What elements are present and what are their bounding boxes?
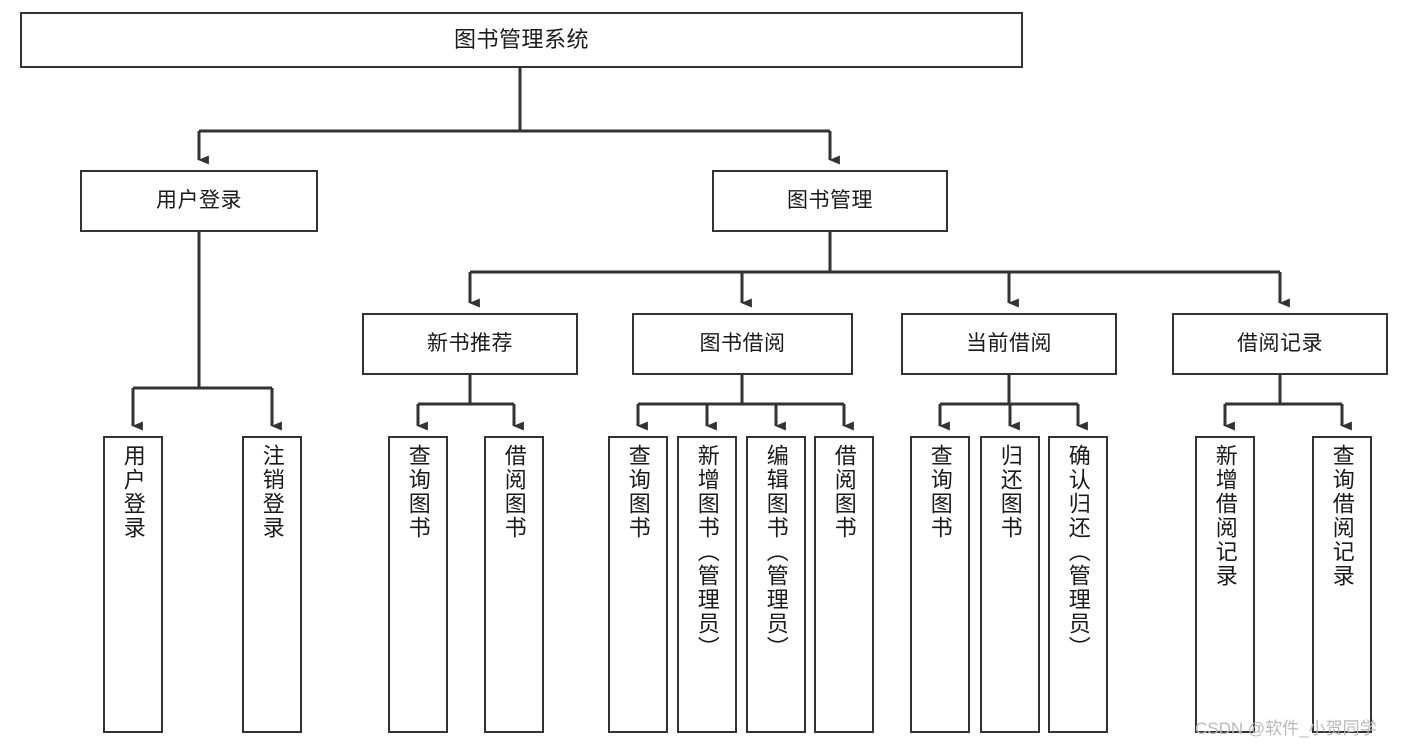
node-label: 查询图书 xyxy=(625,444,651,540)
node-label: 查询图书 xyxy=(405,444,431,540)
node-label: 借阅记录 xyxy=(1237,331,1323,355)
node-label: 图书借阅 xyxy=(699,331,786,355)
node-borrow-record[interactable]: 借阅记录 xyxy=(1172,313,1388,375)
node-user-login[interactable]: 用户登录 xyxy=(80,170,318,232)
node-label: 用户登录 xyxy=(120,444,146,540)
leaf-query-book-current[interactable]: 查询图书 xyxy=(910,436,970,733)
csdn-watermark: CSDN @软件_小贺同学 xyxy=(1195,719,1377,738)
node-book-manage[interactable]: 图书管理 xyxy=(712,170,948,232)
leaf-user-login[interactable]: 用户登录 xyxy=(103,436,163,733)
node-book-borrow[interactable]: 图书借阅 xyxy=(632,313,853,375)
leaf-query-book[interactable]: 查询图书 xyxy=(608,436,668,733)
leaf-return-book[interactable]: 归还图书 xyxy=(980,436,1040,733)
node-label: 借阅图书 xyxy=(831,444,857,540)
node-label: 借阅图书 xyxy=(501,444,527,540)
node-label: 编辑图书（管理员） xyxy=(763,444,789,660)
leaf-confirm-return-admin[interactable]: 确认归还（管理员） xyxy=(1048,436,1108,733)
node-new-book-recommend[interactable]: 新书推荐 xyxy=(362,313,578,375)
leaf-add-borrow-record[interactable]: 新增借阅记录 xyxy=(1195,436,1255,733)
node-current-borrow[interactable]: 当前借阅 xyxy=(901,313,1117,375)
node-label: 图书管理 xyxy=(787,188,873,212)
node-label: 确认归还（管理员） xyxy=(1065,444,1091,660)
node-label: 新增图书（管理员） xyxy=(694,444,720,660)
node-root-system[interactable]: 图书管理系统 xyxy=(20,12,1023,68)
leaf-borrow-book[interactable]: 借阅图书 xyxy=(814,436,874,733)
leaf-query-borrow-record[interactable]: 查询借阅记录 xyxy=(1312,436,1372,733)
leaf-edit-book-admin[interactable]: 编辑图书（管理员） xyxy=(746,436,806,733)
leaf-logout[interactable]: 注销登录 xyxy=(242,436,302,733)
node-label: 图书管理系统 xyxy=(453,27,589,53)
node-label: 新书推荐 xyxy=(427,331,513,355)
leaf-borrow-book-recommend[interactable]: 借阅图书 xyxy=(484,436,544,733)
node-label: 当前借阅 xyxy=(966,331,1052,355)
node-label: 注销登录 xyxy=(259,444,285,540)
leaf-query-book-recommend[interactable]: 查询图书 xyxy=(388,436,448,733)
node-label: 归还图书 xyxy=(997,444,1023,540)
leaf-add-book-admin[interactable]: 新增图书（管理员） xyxy=(677,436,737,733)
node-label: 新增借阅记录 xyxy=(1212,444,1238,588)
node-label: 用户登录 xyxy=(156,188,242,212)
node-label: 查询借阅记录 xyxy=(1329,444,1355,588)
node-label: 查询图书 xyxy=(927,444,953,540)
